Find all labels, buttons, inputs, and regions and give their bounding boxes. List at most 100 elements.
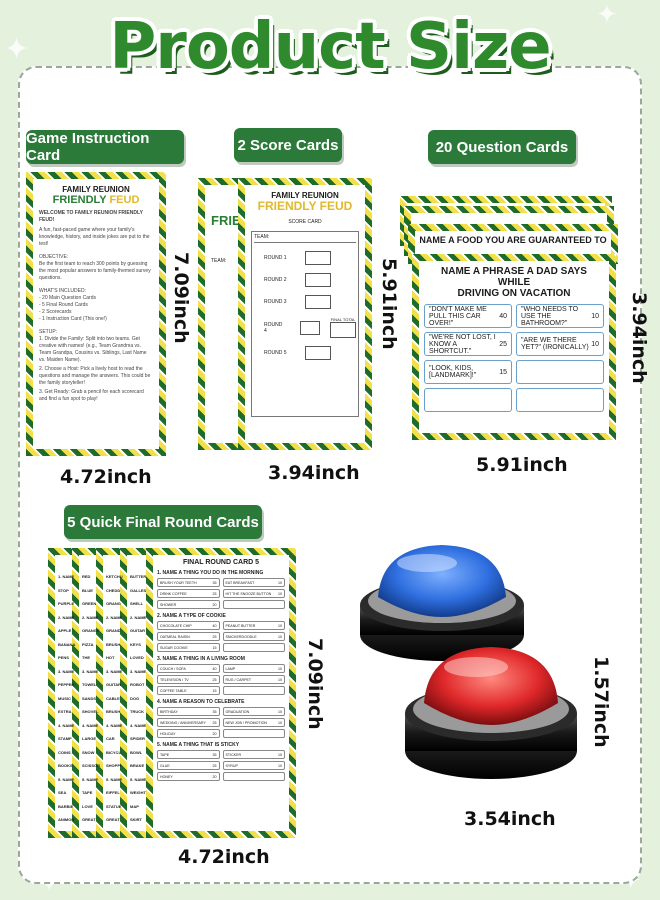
question-text: NAME A PHRASE A DAD SAYS WHILE (441, 266, 587, 288)
instr-setup-step: 3. Get Ready: Grab a pencil for each sco… (39, 389, 144, 402)
final-card-title: FINAL ROUND CARD 5 (182, 559, 260, 566)
instr-included-item: - 2 Scorecards (39, 309, 72, 315)
final-back-label: PEPPER (58, 682, 75, 687)
question-back-text: NAME A FOOD YOU ARE GUARANTEED TO (419, 235, 607, 245)
answer-text: "LOOK, KIDS, [LANDMARK]!" (429, 365, 477, 379)
final-back-label: CABLE (106, 695, 120, 701)
final-back-label: SCISSOR (82, 763, 101, 768)
final-answer-cell: SNICKERDOODLE 10 (222, 632, 285, 641)
final-back-label: 5. NAME (130, 776, 147, 782)
final-answer-points: 15 (212, 645, 217, 650)
final-answer-text: HOLIDAY (160, 731, 176, 736)
final-answer-text: GLUE (160, 763, 170, 768)
dim-score-width: 3.94inch (268, 462, 360, 484)
instr-logo: FRIENDLY FEUD (39, 194, 153, 206)
final-back-label: TOWEL (82, 682, 97, 687)
dim-instr-width: 4.72inch (60, 466, 152, 488)
final-answer-points: 20 (212, 774, 217, 779)
instr-feud: FEUD (109, 194, 140, 206)
final-back-label: TRUCK (130, 709, 144, 714)
final-answer-text: LAMP (225, 666, 236, 671)
answer-text: "DON'T MAKE ME PULL THIS CAR OVER!" (429, 305, 487, 327)
final-back-label: LOVED (130, 655, 144, 660)
final-answer-text: DRINK COFFEE (160, 591, 187, 596)
final-answer-cell (222, 729, 285, 738)
score-round-label: ROUND 3 (264, 299, 287, 305)
dim-question-height: 3.94inch (628, 292, 650, 384)
answer-text: "WE'RE NOT LOST, I KNOW A SHORTCUT." (429, 333, 496, 355)
final-back-label: LARGE (82, 736, 96, 741)
final-answer-points: 40 (212, 623, 217, 628)
label-question-cards: 20 Question Cards (428, 130, 576, 164)
final-back-label: PURPLE (58, 601, 75, 606)
answer-cell: "WHO NEEDS TO USE THE BATHROOM?"10 (516, 304, 604, 328)
dim-question-width: 5.91inch (476, 454, 568, 476)
final-back-label: 2. NAME (58, 614, 75, 620)
final-back-label: 4. NAME (130, 722, 147, 728)
final-back-label: 4. NAME (106, 722, 123, 728)
final-question: 5. NAME A THING THAT IS STICKY (157, 742, 240, 748)
instr-included-item: - 5 Final Round Cards (39, 302, 88, 308)
final-back-label: WEIGHT (130, 790, 146, 795)
score-round-row: ROUND 3 (264, 295, 356, 309)
final-back-label: 4. NAME (82, 722, 99, 728)
final-question: 4. NAME A REASON TO CELEBRATE (157, 699, 245, 705)
final-answer-text: SNICKERDOODLE (225, 634, 257, 639)
final-back-label: 5. NAME (58, 776, 75, 782)
final-answer-points: 10 (278, 709, 282, 714)
final-back-label: MUSIC (58, 695, 71, 701)
answer-text: "ARE WE THERE YET?" (IRONICALLY) (521, 337, 589, 351)
final-back-label: BRUSH (106, 709, 121, 714)
final-answer-text: WEDDING / ANNIVERSARY (160, 720, 206, 725)
instr-setup-heading: SETUP: (39, 329, 58, 335)
final-back-label: MAP (130, 803, 139, 809)
final-back-label: 3. NAME (130, 668, 147, 674)
final-back-label: BUTTER (130, 574, 147, 579)
final-back-label: 3. NAME (58, 668, 75, 674)
final-back-label: SHELL (130, 601, 144, 606)
final-back-label: PENS (58, 655, 69, 660)
final-back-label: ANIMOR (58, 817, 75, 822)
final-back-label: RED (82, 574, 91, 579)
dim-final-height: 7.09inch (304, 638, 326, 730)
final-back-label: BARBIE (58, 803, 74, 809)
score-box (300, 320, 320, 335)
answer-cell: "WE'RE NOT LOST, I KNOW A SHORTCUT."25 (424, 332, 512, 356)
instr-welcome: WELCOME TO FAMILY REUNION FRIENDLY FEUD! (39, 210, 143, 223)
score-box (304, 346, 331, 360)
final-answer-text: PEANUT BUTTER (225, 623, 256, 628)
final-back-label: SHOPPI (106, 763, 122, 768)
final-answer-points: 25 (212, 720, 217, 725)
final-answer-points: 10 (278, 720, 282, 725)
instr-included-item: - 20 Main Question Cards (39, 295, 96, 301)
final-answer-points: 10 (278, 634, 282, 639)
question-card: NAME A PHRASE A DAD SAYS WHILE DRIVING O… (412, 254, 616, 440)
final-back-label: EIFFEL (106, 790, 120, 795)
final-answer-text: EAT BREAKFAST (225, 580, 255, 585)
final-back-label: BOWL (130, 749, 143, 755)
instr-setup-step: 2. Choose a Host: Pick a lively host to … (39, 366, 151, 386)
instr-setup-step: 1. Divide the Family: Split into two tea… (39, 336, 147, 363)
instr-heading: FAMILY REUNION (62, 185, 130, 194)
final-back-label: 3. NAME (82, 668, 99, 674)
answer-points: 40 (499, 312, 507, 320)
answer-cell: "ARE WE THERE YET?" (IRONICALLY)10 (516, 332, 604, 356)
